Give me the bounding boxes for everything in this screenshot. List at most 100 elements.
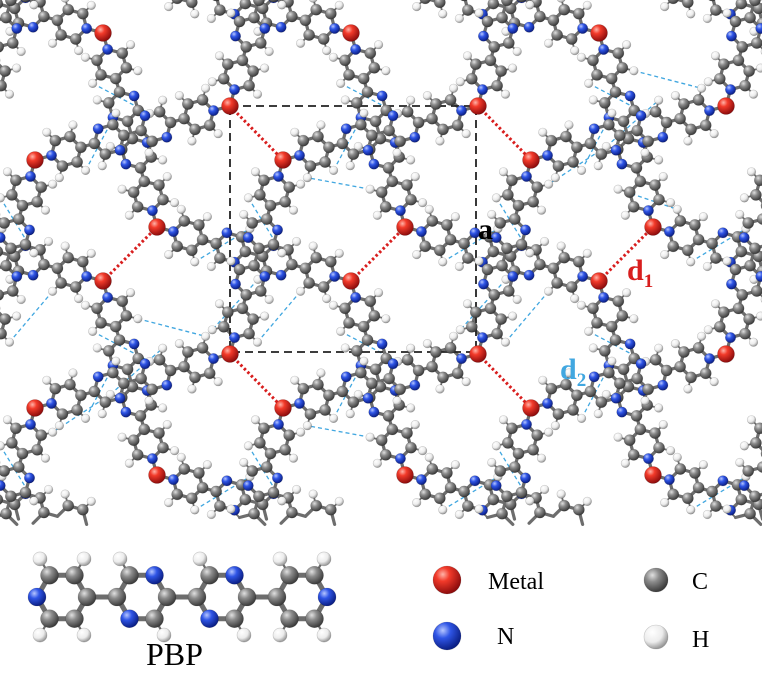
carbon-atom [572, 255, 585, 268]
carbon-atom [31, 195, 44, 208]
nitrogen-atom [350, 291, 362, 303]
hydrogen-atom [474, 504, 484, 514]
carbon-atom [171, 240, 184, 253]
carbon-atom [496, 507, 508, 520]
hydrogen-atom [543, 38, 554, 48]
carbon-atom [375, 434, 388, 447]
carbon-atom [502, 37, 515, 49]
hydrogen-atom [660, 250, 670, 260]
metal-atom [469, 97, 487, 115]
hydrogen-atom [709, 129, 719, 139]
nitrogen-atom [139, 358, 151, 370]
hydrogen-atom [4, 337, 15, 347]
carbon-atom [756, 213, 762, 225]
carbon-atom [692, 341, 705, 354]
carbon-atom [394, 135, 406, 148]
hydrogen-atom [365, 184, 375, 194]
nitrogen-atom [167, 474, 179, 486]
carbon-atom [440, 467, 453, 479]
hydrogen-atom [250, 415, 261, 425]
hydrogen-atom [665, 446, 676, 456]
carbon-atom [692, 233, 705, 246]
nitrogen-atom [598, 291, 610, 303]
nitrogen-atom [271, 224, 283, 236]
hydrogen-atom [328, 52, 339, 62]
nitrogen-atom [507, 270, 519, 282]
carbon-atom [426, 463, 439, 475]
metal-atom [644, 466, 662, 484]
metal-atom [342, 272, 360, 290]
hydrogen-atom [410, 420, 420, 430]
carbon-atom [102, 344, 115, 357]
carbon-atom [736, 288, 749, 301]
carbon-atom [699, 119, 712, 132]
hydrogen-atom [462, 299, 473, 309]
carbon-atom [283, 181, 296, 194]
carbon-atom [0, 246, 4, 257]
nitrogen-atom [275, 21, 287, 33]
carbon-atom [280, 609, 299, 629]
carbon-atom [572, 7, 585, 20]
nitrogen-atom [520, 170, 532, 182]
carbon-atom [324, 255, 337, 268]
carbon-atom [243, 327, 255, 340]
nitrogen-atom [519, 224, 531, 236]
carbon-atom [347, 396, 360, 409]
hydrogen-atom [462, 51, 473, 61]
carbon-atom [465, 72, 478, 85]
carbon-atom [252, 490, 265, 503]
hydrogen-atom [133, 314, 143, 324]
carbon-atom [750, 188, 762, 201]
hydrogen-atom [170, 198, 180, 208]
hydrogen-atom [670, 90, 681, 101]
nitrogen-atom [663, 474, 675, 486]
carbon-atom [616, 309, 629, 322]
carbon-atom [713, 320, 726, 333]
carbon-atom [591, 316, 603, 329]
hydrogen-atom [536, 453, 547, 463]
hydrogen-atom [239, 457, 249, 468]
nitrogen-atom [271, 472, 283, 484]
hydrogen-atom [74, 45, 84, 56]
carbon-atom [171, 488, 184, 501]
carbon-atom [138, 175, 151, 188]
hydrogen-atom [316, 627, 332, 643]
carbon-atom [178, 463, 191, 475]
carbon-atom [157, 587, 177, 607]
hydrogen-atom [607, 108, 617, 118]
hydrogen-atom [686, 505, 696, 515]
carbon-atom [545, 134, 558, 147]
carbon-atom [109, 72, 122, 85]
nitrogen-atom [616, 406, 628, 418]
hydrogen-atom [756, 311, 762, 321]
carbon-atom [383, 124, 396, 137]
carbon-atom [185, 0, 198, 9]
hydrogen-atom [454, 13, 465, 24]
hydrogen-atom [449, 331, 459, 341]
carbon-atom [280, 565, 299, 585]
hydrogen-atom [438, 9, 448, 19]
carbon-atom [708, 0, 716, 2]
hydrogen-atom [538, 127, 548, 137]
carbon-atom [145, 609, 164, 629]
nitrogen-atom [102, 43, 114, 55]
hydrogen-atom [68, 368, 78, 378]
hydrogen-atom [498, 167, 509, 177]
metal-atom [342, 24, 360, 42]
carbon-atom [185, 492, 198, 505]
hydrogen-atom [418, 446, 428, 456]
hydrogen-atom [48, 179, 58, 189]
hydrogen-atom [74, 294, 84, 304]
hydrogen-atom [170, 446, 180, 456]
carbon-atom [189, 123, 201, 136]
hydrogen-atom [201, 83, 211, 93]
carbon-atom [706, 237, 718, 250]
carbon-atom [401, 427, 413, 439]
hydrogen-atom [406, 95, 416, 105]
carbon-atom [12, 461, 25, 473]
carbon-atom [534, 258, 546, 271]
carbon-atom [491, 79, 503, 92]
hydrogen-atom [260, 311, 270, 321]
hydrogen-atom [61, 0, 70, 3]
hydrogen-atom [474, 256, 484, 266]
